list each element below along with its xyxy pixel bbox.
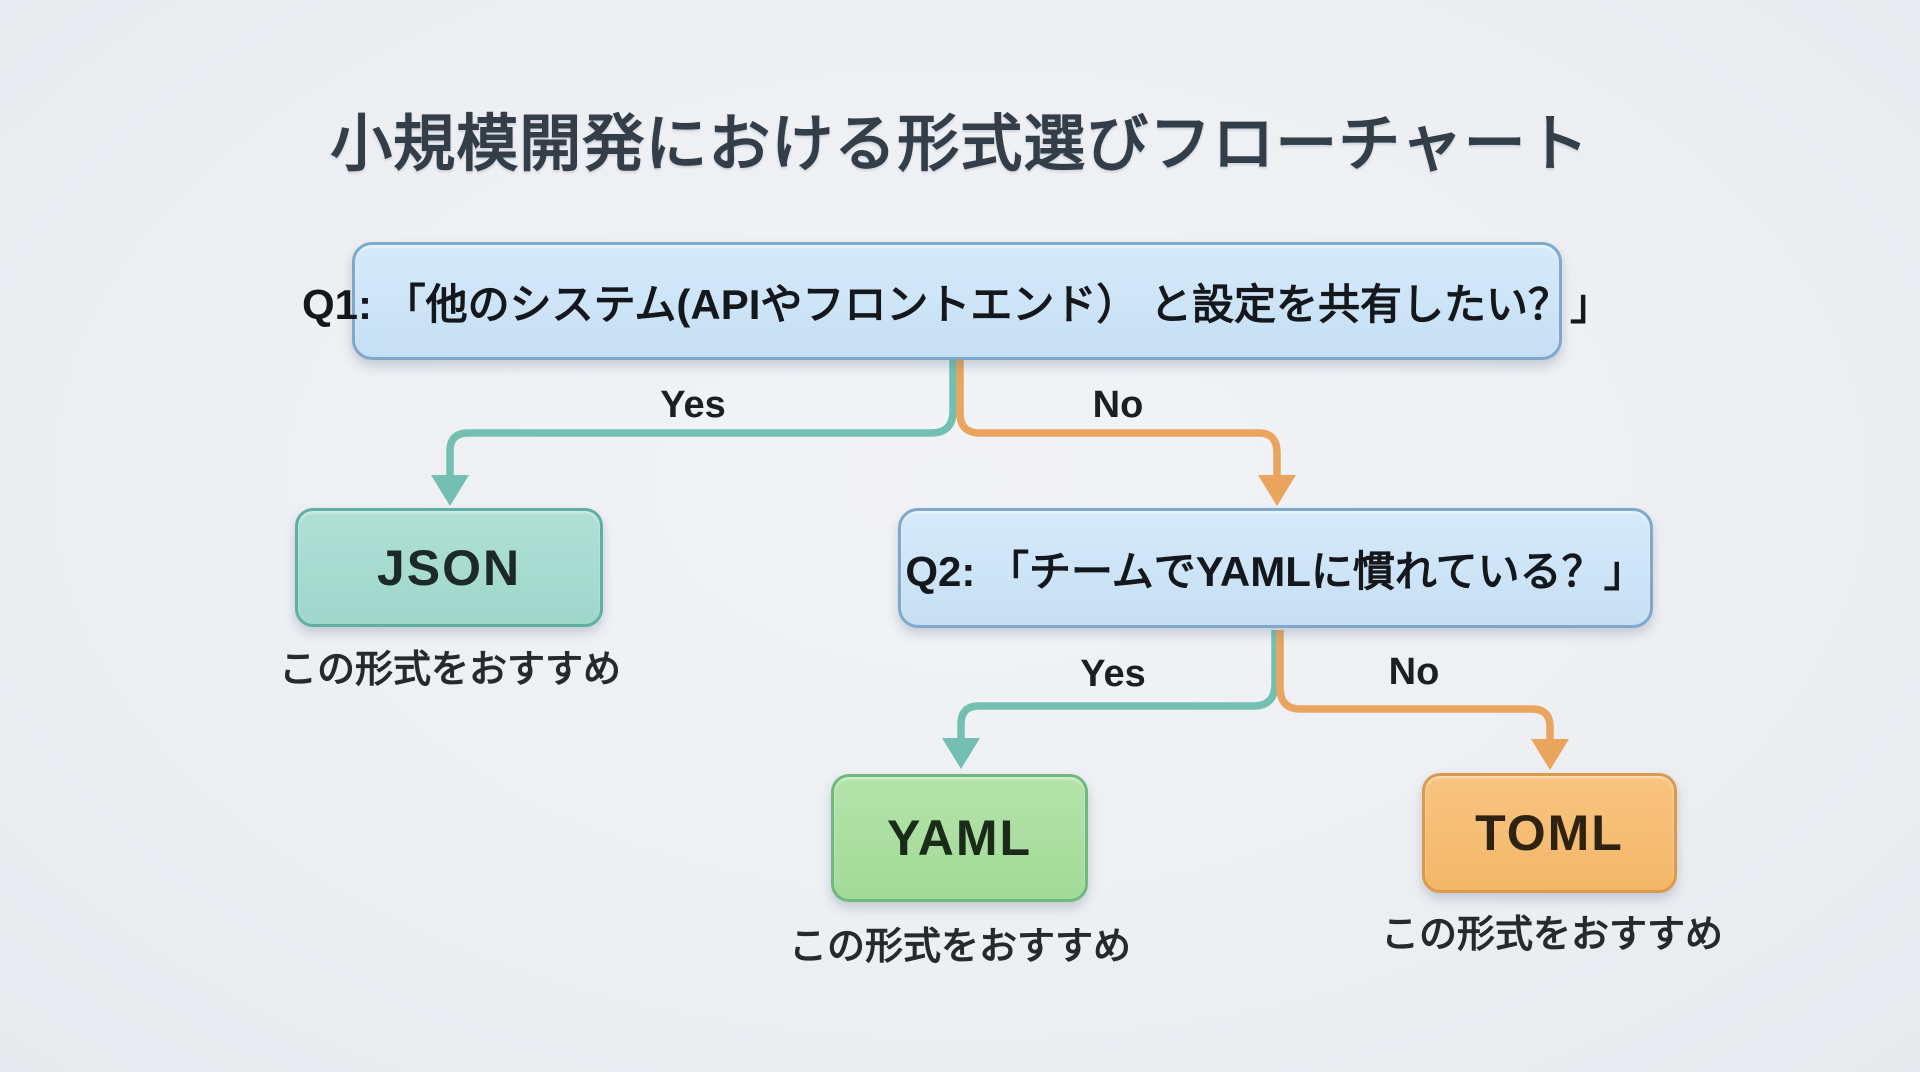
node-q2: Q2: 「チームでYAMLに慣れている？」 <box>898 508 1653 628</box>
node-q1-label: Q1: 「他のシステム(APIやフロントエンド） と設定を共有したい？」 <box>301 280 1613 328</box>
node-json: JSON <box>295 508 603 627</box>
edge-label-q2-yes: Yes <box>1080 653 1146 695</box>
caption-json: この形式をおすすめ <box>278 649 621 691</box>
edge-q1-yes-line <box>446 360 957 477</box>
node-yaml: YAML <box>831 774 1088 902</box>
edge-q2-yes-arrowhead <box>942 738 980 769</box>
edge-q1-yes-arrowhead <box>431 475 469 506</box>
caption-toml: この形式をおすすめ <box>1380 914 1723 956</box>
edge-q1-no-arrowhead <box>1258 475 1296 506</box>
node-q1: Q1: 「他のシステム(APIやフロントエンド） と設定を共有したい？」 <box>302 242 1612 360</box>
node-json-label: JSON <box>376 539 522 596</box>
edge-q2-yes-line <box>957 630 1279 740</box>
edge-q1-no-line <box>956 360 1281 477</box>
node-yaml-label: YAML <box>886 810 1033 866</box>
edge-q2-no-arrowhead <box>1531 739 1569 770</box>
page-title: 小規模開発における形式選びフローチャート <box>330 110 1590 179</box>
edge-label-q1-no: No <box>1092 384 1144 426</box>
caption-yaml: この形式をおすすめ <box>788 926 1131 968</box>
node-toml: TOML <box>1422 773 1677 893</box>
edge-label-q1-yes: Yes <box>660 384 726 426</box>
node-toml-label: TOML <box>1475 805 1624 861</box>
node-q2-label: Q2: 「チームでYAMLに慣れている？」 <box>905 547 1646 595</box>
edge-q2-no-line <box>1276 630 1554 741</box>
edge-label-q2-no: No <box>1388 651 1440 693</box>
